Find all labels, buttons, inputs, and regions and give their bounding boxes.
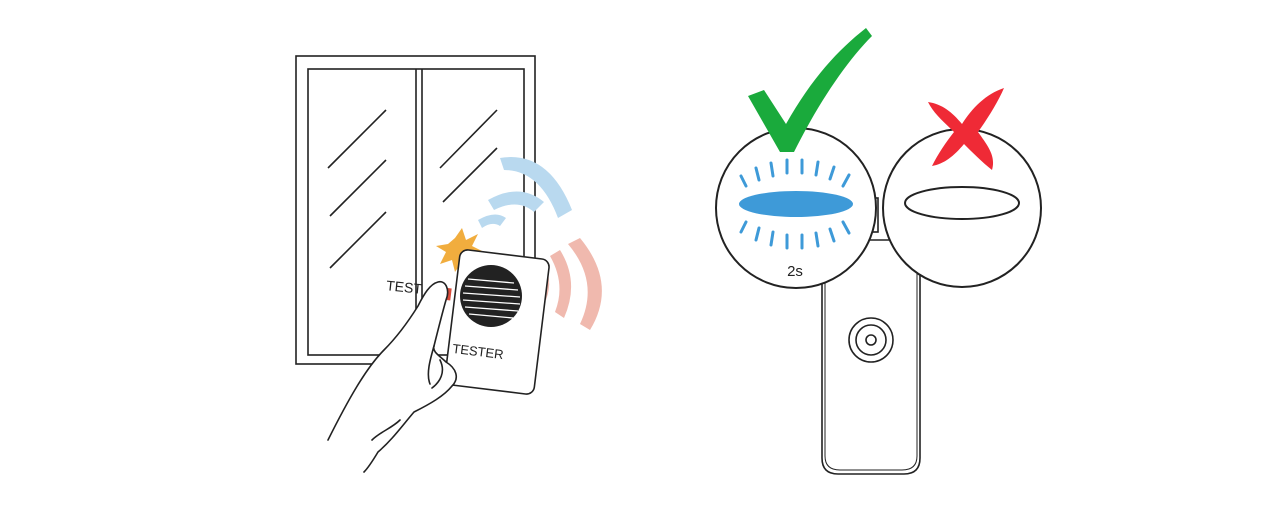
wave-red-2	[550, 250, 572, 318]
wave-red-3	[568, 238, 602, 330]
remote-button-dot	[865, 334, 877, 346]
wave-blue-3	[500, 157, 572, 218]
led-on-icon	[739, 191, 853, 217]
tester-speaker-icon	[460, 265, 522, 327]
indicator-off-panel	[882, 128, 1042, 288]
led-blink-rays	[739, 158, 851, 250]
wave-blue-2	[488, 191, 544, 212]
duration-label: 2s	[787, 263, 803, 280]
remote-device-icon	[821, 197, 921, 475]
wave-blue-1	[478, 214, 506, 228]
tester-label: TESTER	[452, 341, 505, 362]
led-off-icon	[904, 186, 1020, 220]
check-mark-icon	[748, 28, 872, 152]
indicator-on-panel: 2s	[715, 127, 877, 289]
tester-device-icon: TESTER	[443, 249, 550, 395]
hand-icon	[327, 280, 458, 473]
test-label: TEST	[385, 277, 423, 297]
cross-mark-icon	[928, 88, 1004, 170]
press-burst-icon	[436, 228, 484, 272]
